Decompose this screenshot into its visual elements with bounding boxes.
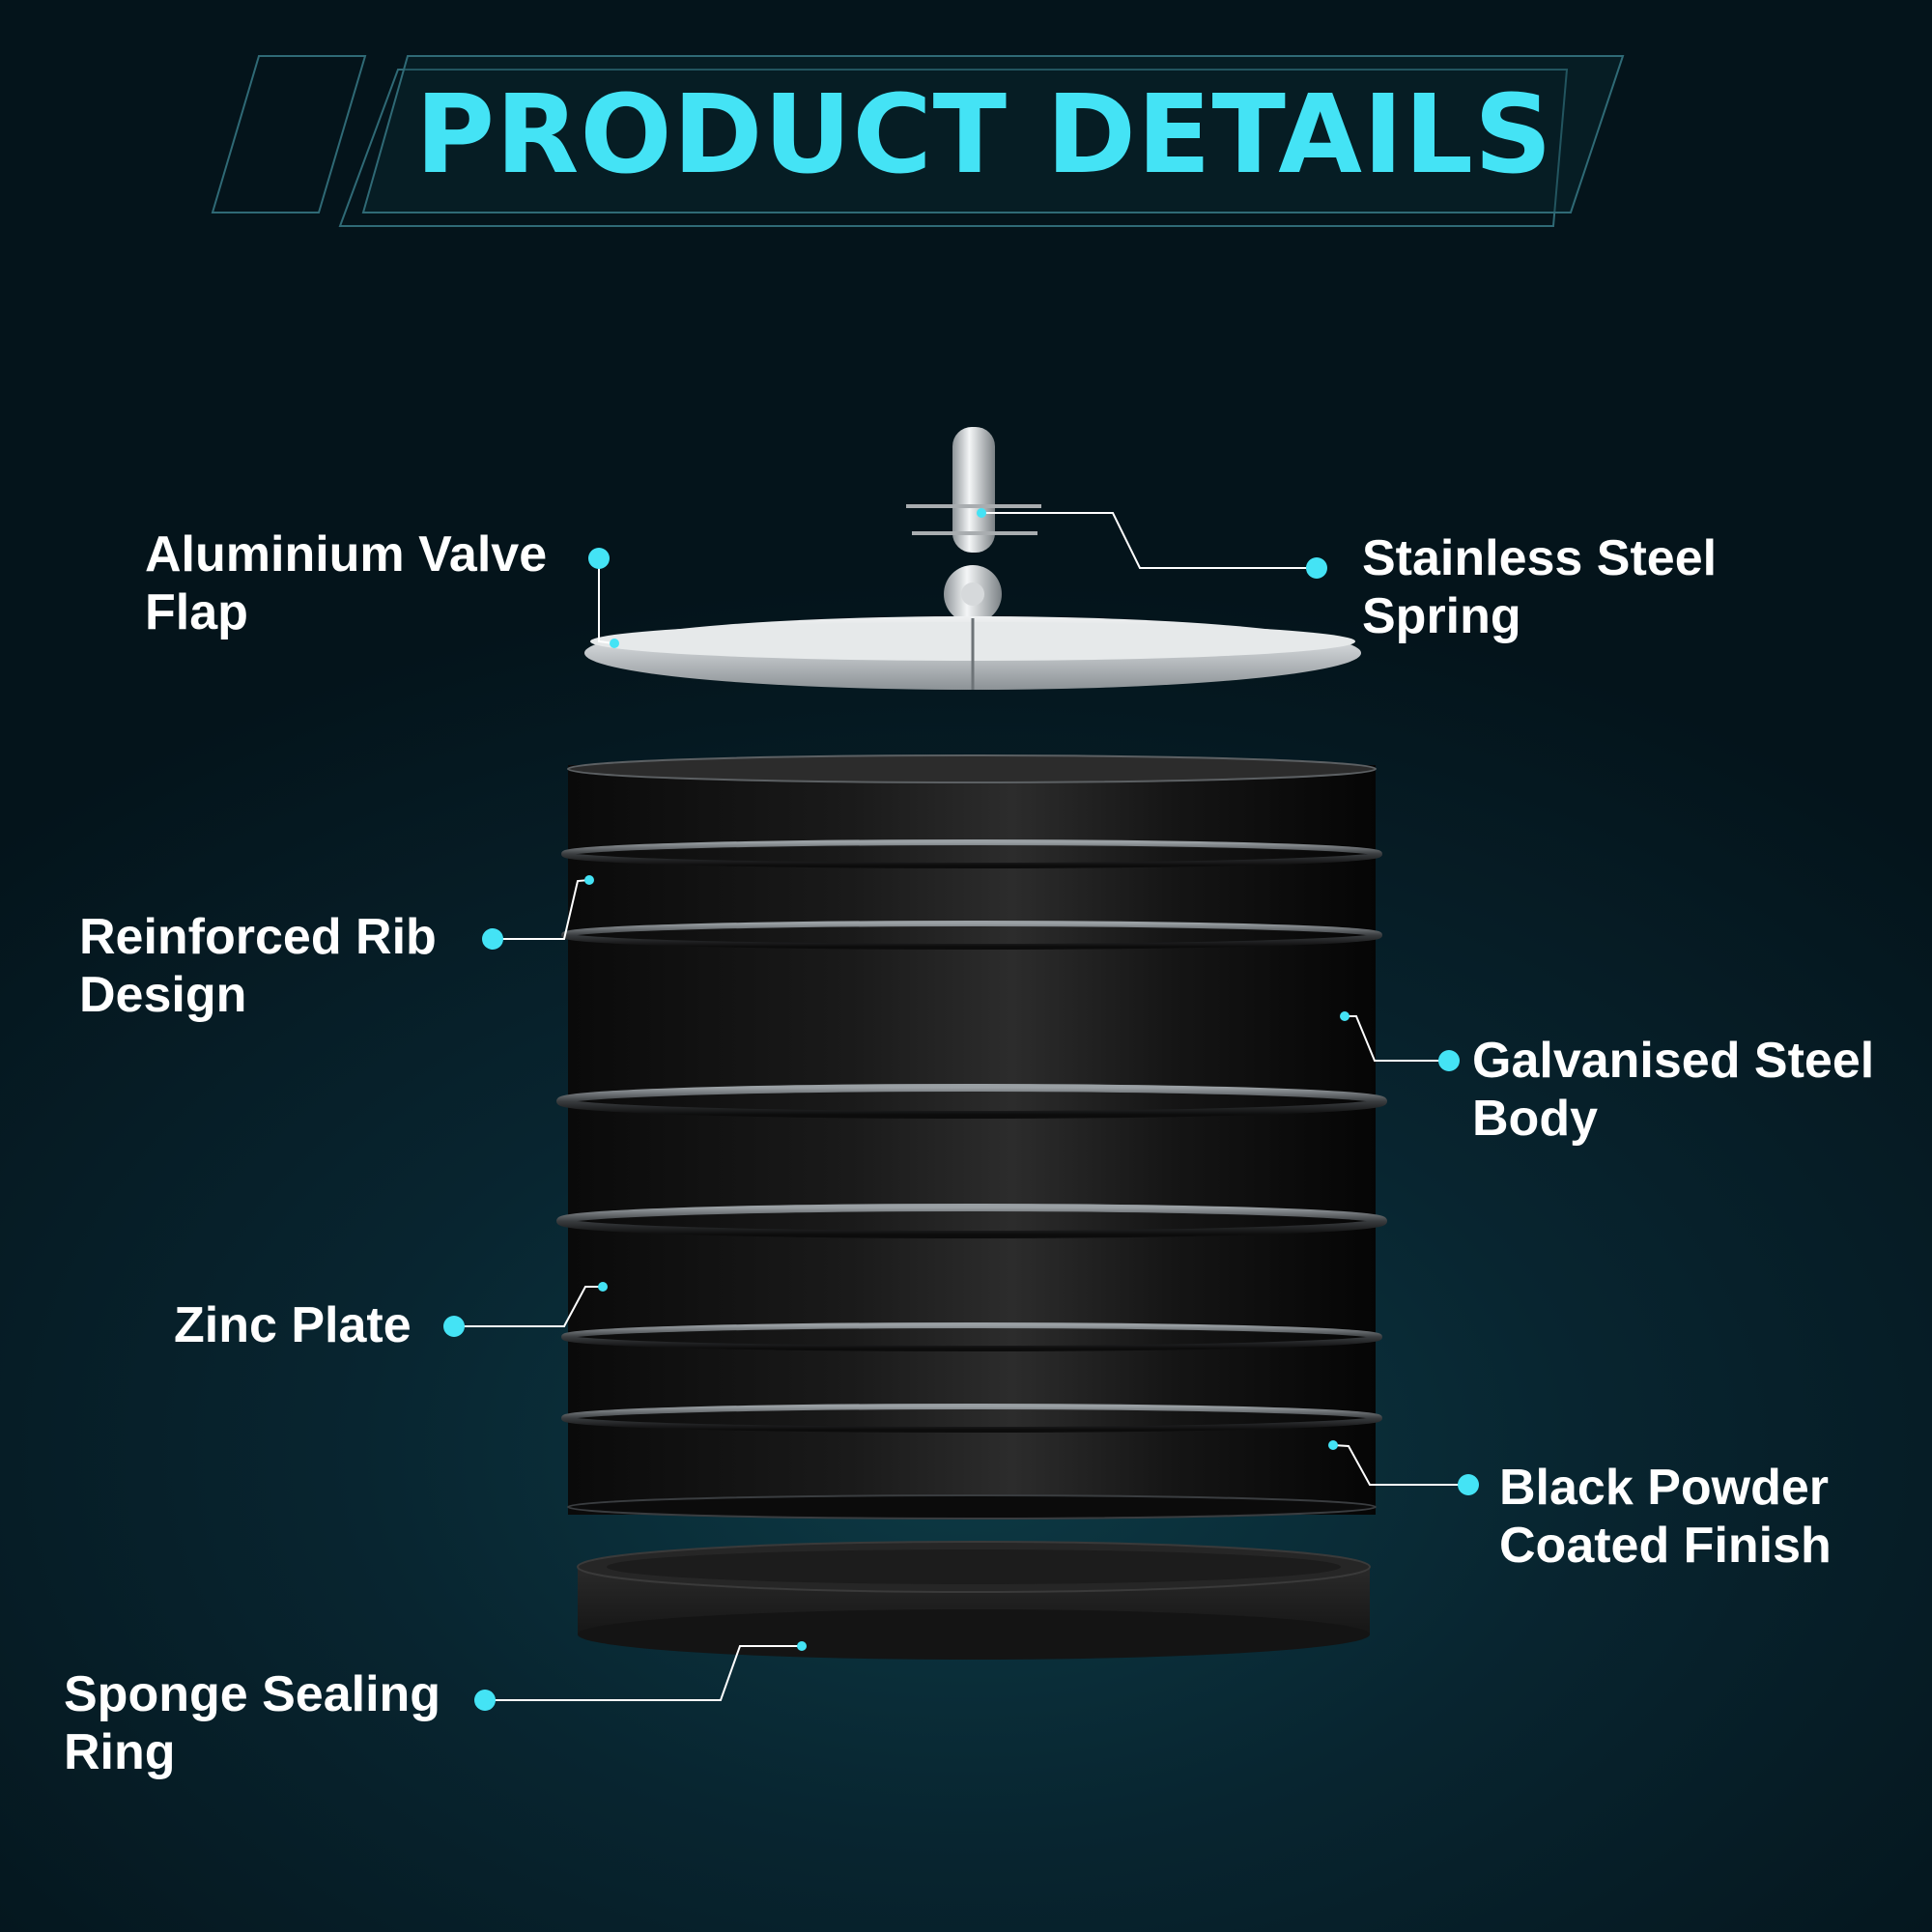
galvanised-steel-body-part xyxy=(556,754,1387,1520)
banner-front-frame xyxy=(361,55,1625,213)
aluminium-valve-flap-part xyxy=(584,616,1361,690)
label-line: Reinforced Rib xyxy=(79,909,437,965)
sponge-sealing-ring-part xyxy=(577,1541,1371,1660)
label-line: Flap xyxy=(145,584,248,640)
rib-band xyxy=(556,1084,1387,1119)
callout-dots xyxy=(443,508,1479,1711)
anchor-dot xyxy=(610,639,619,648)
label-line: Sponge Sealing xyxy=(64,1666,441,1722)
label-stainless-steel-spring: Stainless Steel Spring xyxy=(1362,529,1717,645)
anchor-dot xyxy=(1328,1440,1338,1450)
anchor-dot xyxy=(797,1641,807,1651)
page-title: PRODUCT DETAILS xyxy=(415,72,1553,198)
label-line: Aluminium Valve xyxy=(145,526,548,582)
label-line: Design xyxy=(79,967,247,1023)
dot-zinc-plate xyxy=(443,1316,465,1337)
leader-black-powder-coated-finish xyxy=(1332,1444,1468,1486)
rib-band xyxy=(561,1322,1382,1351)
title-banner xyxy=(211,55,1625,227)
label-line: Black Powder xyxy=(1499,1460,1830,1516)
dot-galvanised-steel-body xyxy=(1438,1050,1460,1071)
leader-zinc-plate xyxy=(454,1286,603,1327)
anchor-dot xyxy=(977,508,986,518)
rib-band xyxy=(556,1204,1387,1238)
body-bottom-edge xyxy=(567,1494,1377,1520)
dot-sponge-sealing-ring xyxy=(474,1690,496,1711)
leader-galvanised-steel-body xyxy=(1345,1015,1449,1062)
anchor-dot xyxy=(584,875,594,885)
label-line: Ring xyxy=(64,1724,176,1780)
rib-band xyxy=(561,1404,1382,1433)
banner-back-frame xyxy=(338,69,1569,227)
rib-band xyxy=(561,839,1382,868)
anchor-dot xyxy=(598,1282,608,1292)
label-line: Galvanised Steel xyxy=(1472,1033,1875,1089)
label-galvanised-steel-body: Galvanised Steel Body xyxy=(1472,1032,1874,1148)
body-cylinder xyxy=(568,765,1376,1515)
label-reinforced-rib-design: Reinforced Rib Design xyxy=(79,908,437,1024)
leader-sponge-sealing-ring xyxy=(485,1645,802,1701)
sponge-inner xyxy=(607,1549,1341,1584)
label-line: Body xyxy=(1472,1091,1598,1147)
sponge-bottom xyxy=(578,1609,1370,1660)
dot-reinforced-rib-design xyxy=(482,928,503,950)
leader-aluminium-valve-flap xyxy=(598,558,615,644)
hinge-knuckle-hole xyxy=(961,582,984,606)
leader-stainless-steel-spring xyxy=(981,512,1317,569)
anchor-dot xyxy=(1340,1011,1350,1021)
label-black-powder-coated-finish: Black Powder Coated Finish xyxy=(1499,1459,1832,1575)
banner-left-slash xyxy=(211,55,367,213)
leader-lines xyxy=(454,512,1468,1701)
spring-coil-lower xyxy=(912,531,1037,535)
label-aluminium-valve-flap: Aluminium Valve Flap xyxy=(145,526,547,641)
label-sponge-sealing-ring: Sponge Sealing Ring xyxy=(64,1665,440,1781)
label-line: Stainless Steel xyxy=(1362,530,1718,586)
label-line: Zinc Plate xyxy=(174,1297,412,1353)
stainless-steel-spring-part xyxy=(906,427,1041,623)
label-line: Coated Finish xyxy=(1499,1518,1832,1574)
label-line: Spring xyxy=(1362,588,1521,644)
leader-reinforced-rib-design xyxy=(493,879,590,940)
dot-black-powder-coated-finish xyxy=(1458,1474,1479,1495)
spring-coil-upper xyxy=(906,504,1041,508)
label-zinc-plate: Zinc Plate xyxy=(174,1296,412,1354)
dot-stainless-steel-spring xyxy=(1306,557,1327,579)
body-top-rim xyxy=(567,754,1377,783)
dot-aluminium-valve-flap xyxy=(588,548,610,569)
spring-stem xyxy=(952,427,995,553)
